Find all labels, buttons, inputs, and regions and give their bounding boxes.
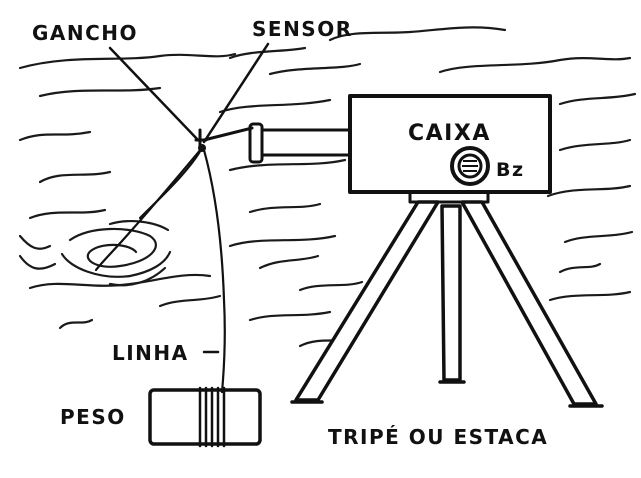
- label-gancho: GANCHO: [32, 21, 138, 45]
- label-bz: Bz: [496, 159, 525, 181]
- fishing-line: [94, 146, 226, 394]
- label-sensor: SENSOR: [252, 17, 353, 41]
- label-peso: PESO: [60, 405, 126, 429]
- alarm-box: [348, 94, 552, 204]
- buzzer-icon: [450, 146, 490, 186]
- sensor-rod: [202, 122, 352, 164]
- weight: [148, 386, 262, 448]
- tripod: [290, 200, 604, 408]
- label-caixa: CAIXA: [408, 121, 491, 146]
- water-surface: [18, 26, 637, 348]
- leader-lines: [108, 42, 270, 354]
- label-linha: LINHA: [112, 341, 189, 365]
- label-tripe: TRIPÉ OU ESTACA: [328, 425, 548, 449]
